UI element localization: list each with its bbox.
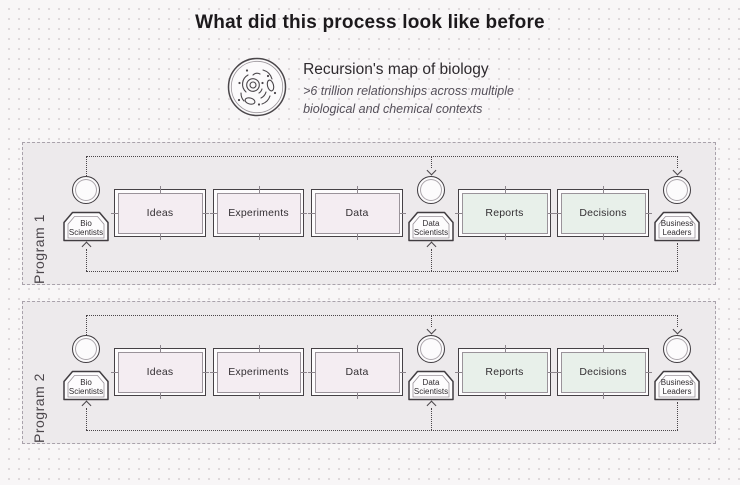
flow-line xyxy=(431,249,432,271)
legend-subtitle-line-1: >6 trillion relationships across multipl… xyxy=(303,84,514,98)
flow-line-bottom xyxy=(86,430,678,431)
actor-business-leaders: Business Leaders xyxy=(654,176,700,242)
stage-label: Decisions xyxy=(579,207,627,219)
legend-text: Recursion's map of biology >6 trillion r… xyxy=(303,56,514,118)
flow-line xyxy=(677,243,678,271)
program-2-label: Program 2 xyxy=(31,373,47,443)
arrow-up-icon xyxy=(426,400,437,411)
stage-ideas: Ideas xyxy=(111,186,209,240)
person-body-icon xyxy=(654,370,700,401)
stage-experiments: Experiments xyxy=(210,186,307,240)
actor-label: Bio Scientists xyxy=(68,378,104,396)
flow-line xyxy=(677,402,678,430)
flow-line-bottom xyxy=(86,271,678,272)
actor-label: Business Leaders xyxy=(660,378,694,396)
actor-bio-scientists: Bio Scientists xyxy=(63,335,109,401)
actor-bio-scientists: Bio Scientists xyxy=(63,176,109,242)
person-body-icon xyxy=(408,211,454,242)
stage-label: Data xyxy=(345,207,369,219)
flow-line xyxy=(677,156,678,168)
person-head-icon xyxy=(663,176,691,204)
stage-label: Experiments xyxy=(228,207,289,219)
person-body-icon xyxy=(63,370,109,401)
person-body-icon xyxy=(408,370,454,401)
flow-line xyxy=(86,156,87,176)
stage-label: Ideas xyxy=(146,207,174,219)
flow-line xyxy=(86,315,87,335)
actor-business-leaders: Business Leaders xyxy=(654,335,700,401)
flow-line xyxy=(431,315,432,327)
person-head-icon xyxy=(72,176,100,204)
program-1-label: Program 1 xyxy=(31,214,47,284)
arrow-down-icon xyxy=(672,165,683,176)
stage-label: Experiments xyxy=(228,366,289,378)
person-head-icon xyxy=(417,176,445,204)
arrow-up-icon xyxy=(81,400,92,411)
stage-decisions: Decisions xyxy=(554,186,652,240)
arrow-down-icon xyxy=(426,165,437,176)
actor-label: Data Scientists xyxy=(413,378,449,396)
flow-line xyxy=(86,408,87,430)
flow-line xyxy=(431,156,432,168)
legend-title: Recursion's map of biology xyxy=(303,61,489,78)
stage-label: Ideas xyxy=(146,366,174,378)
flow-line xyxy=(677,315,678,327)
stage-decisions: Decisions xyxy=(554,345,652,399)
arrow-down-icon xyxy=(672,324,683,335)
actor-label: Bio Scientists xyxy=(68,219,104,237)
actor-label: Data Scientists xyxy=(413,219,449,237)
stage-label: Decisions xyxy=(579,366,627,378)
person-head-icon xyxy=(417,335,445,363)
flow-line xyxy=(86,249,87,271)
actor-data-scientists: Data Scientists xyxy=(408,335,454,401)
stage-reports: Reports xyxy=(455,186,554,240)
cell-icon xyxy=(226,56,288,118)
page-title: What did this process look like before xyxy=(195,12,545,33)
flow-line xyxy=(431,408,432,430)
stage-data: Data xyxy=(308,345,406,399)
stage-data: Data xyxy=(308,186,406,240)
flow-line-top xyxy=(86,156,678,157)
legend: Recursion's map of biology >6 trillion r… xyxy=(0,56,740,118)
stage-experiments: Experiments xyxy=(210,345,307,399)
program-2-panel: Program 2 Bio Scientists Data Scientists xyxy=(22,301,716,444)
person-body-icon xyxy=(654,211,700,242)
legend-subtitle-line-2: biological and chemical contexts xyxy=(303,102,483,116)
stage-label: Reports xyxy=(485,207,524,219)
flow-line-top xyxy=(86,315,678,316)
person-head-icon xyxy=(72,335,100,363)
arrow-down-icon xyxy=(426,324,437,335)
person-body-icon xyxy=(63,211,109,242)
arrow-up-icon xyxy=(81,241,92,252)
stage-reports: Reports xyxy=(455,345,554,399)
stage-label: Data xyxy=(345,366,369,378)
program-1-panel: Program 1 Bio Scientists Data Scientists xyxy=(22,142,716,285)
person-head-icon xyxy=(663,335,691,363)
actor-data-scientists: Data Scientists xyxy=(408,176,454,242)
stage-ideas: Ideas xyxy=(111,345,209,399)
stage-label: Reports xyxy=(485,366,524,378)
arrow-up-icon xyxy=(426,241,437,252)
actor-label: Business Leaders xyxy=(660,219,694,237)
